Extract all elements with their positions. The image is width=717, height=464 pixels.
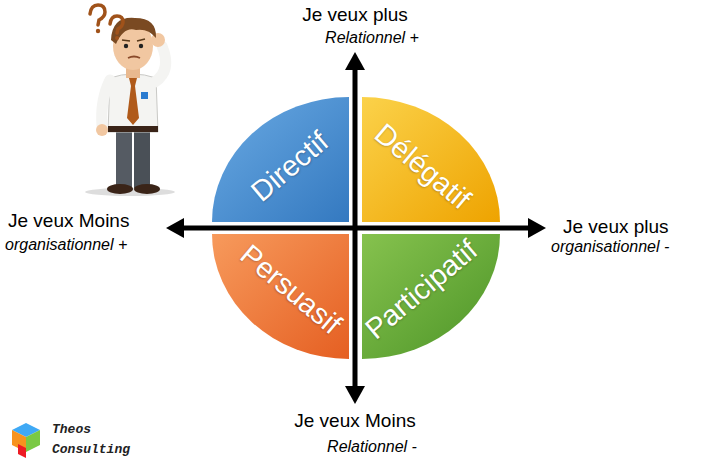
logo-text: Theos (52, 423, 91, 438)
quadrant-participatif: Participatif (362, 234, 500, 359)
logo-mark (12, 423, 40, 458)
axis-sublabel: organisationnel + (5, 236, 127, 254)
axis-label: Je veux Moins (8, 210, 129, 232)
axis-label: Je veux Moins (294, 410, 415, 432)
logo-text: Consulting (52, 443, 130, 458)
axis-label: Je veux plus (563, 216, 669, 238)
quadrant-directif: Directif (212, 97, 349, 222)
quadrant-persuasif: Persuasif (212, 234, 349, 359)
axis-label: Je veux plus (302, 4, 408, 26)
axis-sublabel: Relationnel + (325, 29, 419, 47)
axis-sublabel: Relationnel - (327, 438, 417, 456)
axes (166, 52, 546, 404)
quadrant-delegatif: Délégatif (362, 97, 500, 222)
puzzled-man (85, 5, 175, 196)
axis-sublabel: organisationnel - (551, 238, 669, 256)
